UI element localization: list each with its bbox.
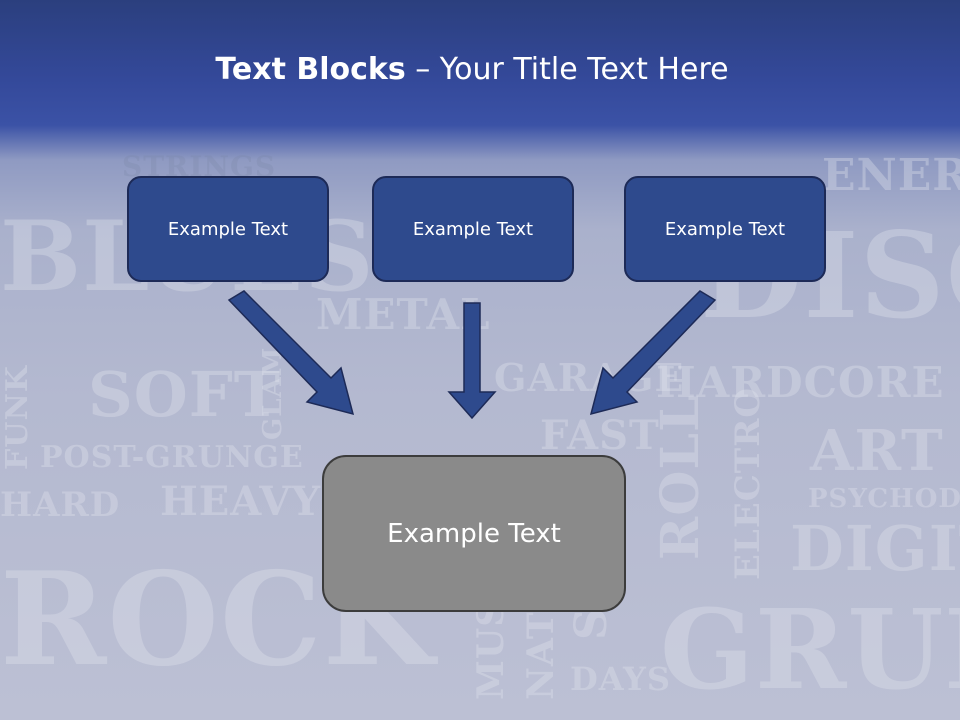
- arrow-center: [447, 302, 497, 420]
- text-block-left-label: Example Text: [167, 218, 289, 240]
- title-bold: Text Blocks: [215, 52, 406, 87]
- text-block-left[interactable]: Example Text: [127, 176, 329, 282]
- slide-title: Text Blocks – Your Title Text Here: [0, 52, 944, 87]
- title-rest: – Your Title Text Here: [405, 52, 729, 87]
- text-block-center-label: Example Text: [412, 218, 534, 240]
- arrow-right: [589, 290, 717, 416]
- text-block-right-label: Example Text: [664, 218, 786, 240]
- text-block-bottom[interactable]: Example Text: [322, 455, 626, 612]
- text-block-bottom-label: Example Text: [387, 518, 561, 549]
- text-block-right[interactable]: Example Text: [624, 176, 826, 282]
- arrow-left: [227, 290, 355, 416]
- text-block-center[interactable]: Example Text: [372, 176, 574, 282]
